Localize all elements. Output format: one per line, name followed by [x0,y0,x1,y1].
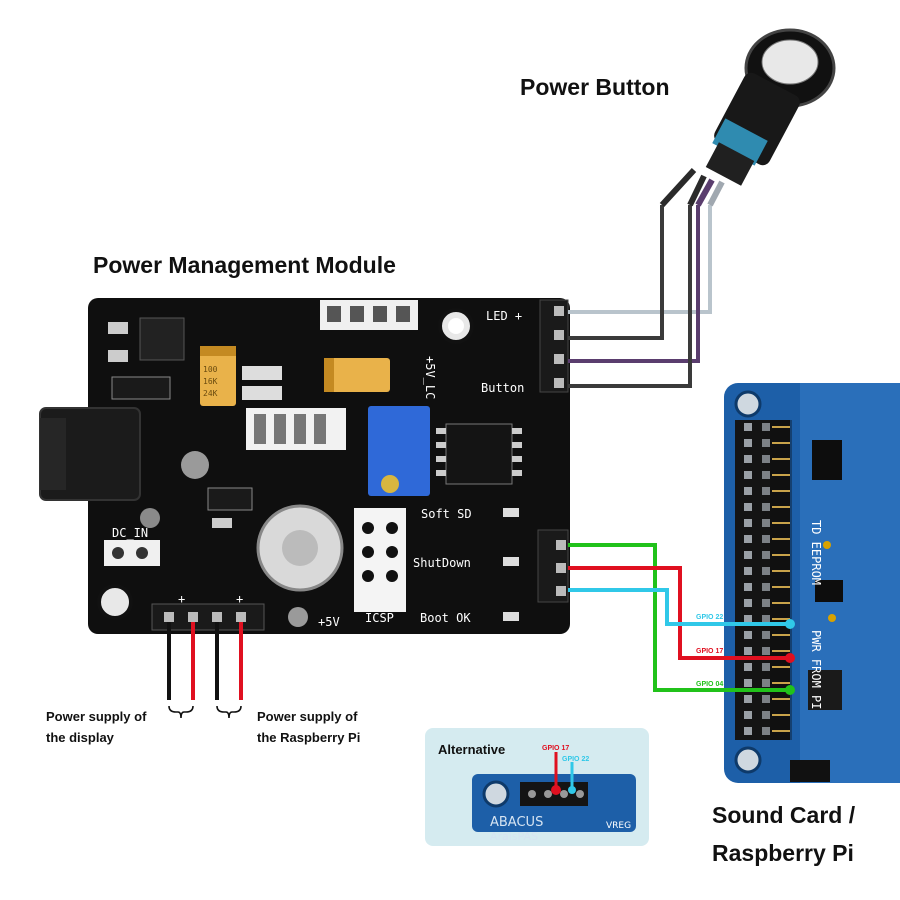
power-management-module-title: Power Management Module [93,252,396,278]
pi-header-pin [762,615,770,623]
tantalum-cap-mid: 16K [203,377,218,386]
gpio22-label: GPIO 22 [696,614,723,621]
plus-sign-pi: + [236,592,243,606]
led-plus-label: LED + [486,309,522,323]
pi-header-pin [744,583,752,591]
alt-brand2-label: AraisPAS [490,830,538,843]
alt-gpio17-label: GPIO 17 [542,745,569,752]
display-power-caption: Power supply of the display [46,706,146,748]
pi-header-pin [762,663,770,671]
plus-sign-display: + [178,592,185,606]
pi-header-pin [744,647,752,655]
pi-header-pin [762,631,770,639]
pi-header-pin [744,519,752,527]
pi-header-pin [762,487,770,495]
pi-header-pin [744,567,752,575]
pi-caption-line2: the Raspberry Pi [257,730,361,745]
pi-header-pin [762,711,770,719]
display-caption-line1: Power supply of [46,709,147,724]
pi-header-pin [762,503,770,511]
pi-header-pin [744,439,752,447]
pi-header-pin [744,663,752,671]
pi-header-pin [762,599,770,607]
power-management-pcb: 100 16K 24K [39,298,570,634]
pi-header-pin [744,535,752,543]
soft-sd-label: Soft SD [421,507,472,521]
pi-header-pin [744,615,752,623]
alternative-title: Alternative [438,742,505,757]
button-label: Button [481,381,524,395]
pi-header-pin [744,487,752,495]
gpio-wires: GPIO 22 GPIO 17 GPIO 04 [568,543,795,695]
icsp-label: ICSP [365,611,394,625]
display-caption-line2: the display [46,730,114,745]
pi-header-pin [744,711,752,719]
alternative-inset: Alternative ABACUS AraisPAS VREG GPIO 17… [425,728,649,846]
pi-header-pin [762,439,770,447]
pi-pwr-label: PWR FROM PI [809,630,823,709]
alt-vreg-label: VREG [606,821,631,831]
pi-header-pin [762,647,770,655]
pi-header-pin [762,679,770,687]
pi-header-pin [744,679,752,687]
alt-gpio22-label: GPIO 22 [562,756,589,763]
pi-header-pin [744,455,752,463]
shutdown-label: ShutDown [413,556,471,570]
pi-header-pin [762,455,770,463]
pi-header-pin [744,727,752,735]
pi-header-pin [762,471,770,479]
pi-header-pin [762,583,770,591]
alt-brand-label: ABACUS [490,815,543,830]
sound-card-title-line2: Raspberry Pi [712,840,854,866]
plus-5v-lc-label: +5V_LC [423,356,437,399]
pi-caption-line1: Power supply of [257,709,358,724]
button-wires [568,167,725,388]
gpio04-label: GPIO 04 [696,681,723,688]
pi-header-pin [762,423,770,431]
sound-card-title-line1: Sound Card / [712,802,856,828]
pi-header-pin [744,551,752,559]
boot-ok-label: Boot OK [420,611,471,625]
pi-header-pin [762,695,770,703]
gpio17-label: GPIO 17 [696,648,723,655]
pi-header-pin [744,695,752,703]
raspberry-pi-board: TD EEPROM PWR FROM PI [724,383,900,783]
tantalum-cap-top: 100 [203,365,218,374]
pi-header-pin [744,631,752,639]
power-button-title: Power Button [520,74,670,100]
power-button-switch [705,28,836,186]
pi-header-pin [762,567,770,575]
power-supply-wires [167,622,243,719]
pi-header-pin [762,551,770,559]
pi-header-pin [762,519,770,527]
plus-5v-label: +5V [318,615,340,629]
pi-header-pin [762,535,770,543]
tantalum-cap-bot: 24K [203,389,218,398]
pi-header-pin [744,471,752,479]
pi-header-pin [744,599,752,607]
dc-in-label: DC_IN [112,526,148,540]
pi-header-pin [744,423,752,431]
pi-header-pin [744,503,752,511]
pi-header-pin [762,727,770,735]
pi-power-caption: Power supply of the Raspberry Pi [257,706,360,748]
pi-eeprom-label: TD EEPROM [809,520,823,585]
